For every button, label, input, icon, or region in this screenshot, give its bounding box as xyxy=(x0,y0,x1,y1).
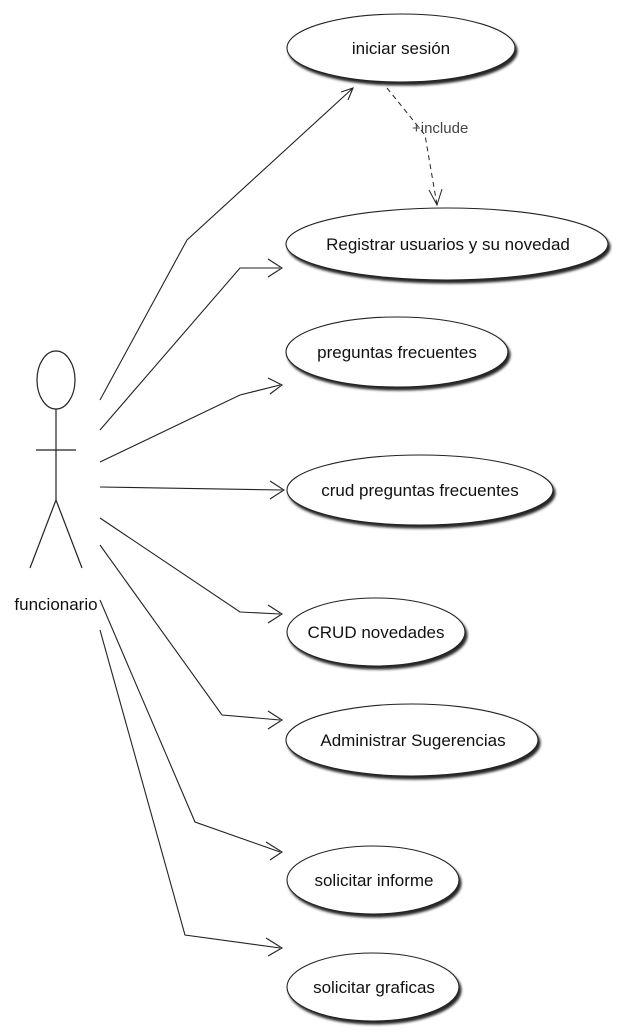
use-case-solicitar-informe[interactable]: solicitar informe xyxy=(286,845,460,915)
use-case-iniciar-sesion[interactable]: iniciar sesión xyxy=(286,13,516,83)
association-administrar-sugerencias xyxy=(99,544,281,721)
actor-funcionario[interactable]: funcionario xyxy=(14,350,98,614)
association-solicitar-graficas xyxy=(99,629,281,949)
use-case-label: solicitar graficas xyxy=(313,978,435,997)
arrowhead xyxy=(269,480,286,500)
include-label: +include xyxy=(412,120,468,137)
include-dependency: +include xyxy=(386,87,468,207)
use-case-oval xyxy=(286,845,460,915)
arrowhead xyxy=(267,604,284,624)
use-case-label: iniciar sesión xyxy=(352,39,450,58)
use-case-oval xyxy=(285,703,539,777)
arrowhead xyxy=(340,87,354,101)
association-crud-preguntas xyxy=(99,486,283,491)
association-crud-novedades xyxy=(99,517,281,615)
use-case-label: CRUD novedades xyxy=(307,623,444,642)
use-case-oval xyxy=(286,952,460,1022)
actor-head xyxy=(36,350,76,410)
actor-label: funcionario xyxy=(14,595,97,614)
use-case-preguntas-frecuentes[interactable]: preguntas frecuentes xyxy=(285,316,509,388)
association-solicitar-informe xyxy=(99,599,281,853)
use-case-crud-novedades[interactable]: CRUD novedades xyxy=(286,597,466,667)
use-case-label: Registrar usuarios y su novedad xyxy=(326,235,570,254)
arrowhead xyxy=(267,377,284,395)
arrowhead xyxy=(265,841,284,861)
use-case-label: crud preguntas frecuentes xyxy=(321,481,519,500)
use-case-label: Administrar Sugerencias xyxy=(320,731,505,750)
use-case-label: solicitar informe xyxy=(314,871,433,890)
arrowhead xyxy=(267,710,284,730)
arrowhead xyxy=(267,258,284,278)
use-case-oval xyxy=(286,597,466,667)
association-preguntas-frecuentes xyxy=(99,384,281,463)
use-case-administrar-sugerencias[interactable]: Administrar Sugerencias xyxy=(285,703,539,777)
actor-leg-right xyxy=(55,499,83,569)
arrowhead xyxy=(265,937,284,957)
association-registrar-usuarios xyxy=(99,267,280,431)
actor-leg-left xyxy=(29,499,57,569)
use-case-crud-preguntas-frecuentes[interactable]: crud preguntas frecuentes xyxy=(286,454,554,526)
use-case-oval xyxy=(285,207,609,281)
use-case-label: preguntas frecuentes xyxy=(317,343,477,362)
use-case-registrar-usuarios[interactable]: Registrar usuarios y su novedad xyxy=(285,207,609,281)
use-case-solicitar-graficas[interactable]: solicitar graficas xyxy=(286,952,460,1022)
include-arrowhead xyxy=(428,188,443,207)
use-case-oval xyxy=(286,454,554,526)
association-iniciar-sesion xyxy=(99,87,354,401)
use-case-oval xyxy=(285,316,509,388)
use-case-oval xyxy=(286,13,516,83)
include-line xyxy=(386,87,438,206)
